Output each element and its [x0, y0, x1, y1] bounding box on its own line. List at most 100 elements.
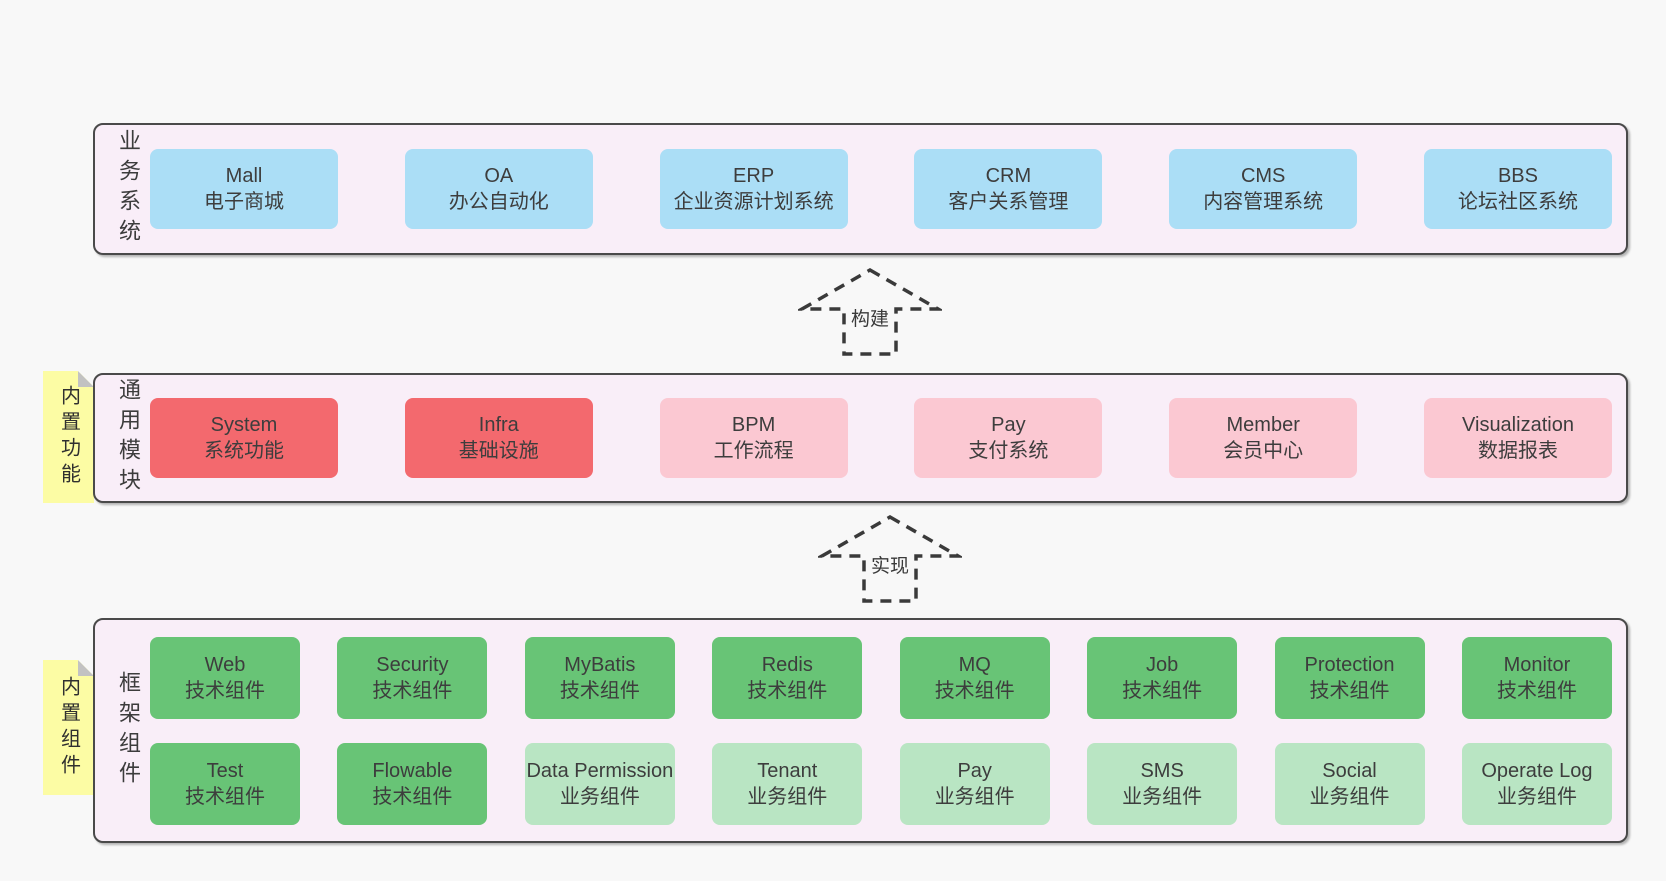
box-erp: ERP 企业资源计划系统 [659, 149, 848, 229]
box-mall: Mall 电子商城 [150, 149, 338, 229]
box-subtitle: 业务组件 [559, 785, 640, 808]
box-test: Test 技术组件 [150, 742, 300, 825]
box-visualization: Visualization 数据报表 [1423, 398, 1612, 478]
box-subtitle: 基础设施 [458, 440, 539, 462]
box-redis: Redis 技术组件 [712, 636, 863, 719]
box-title: BPM [731, 414, 776, 436]
box-subtitle: 业务组件 [747, 785, 828, 808]
box-member: Member 会员中心 [1169, 398, 1358, 478]
sticky-note-text: 内置功能 [57, 385, 80, 489]
layer-label-business-systems: 业务系统 [116, 129, 141, 249]
box-security: Security 技术组件 [337, 636, 488, 719]
box-subtitle: 业务组件 [1309, 785, 1390, 808]
box-title: MQ [958, 653, 991, 676]
box-title: Pay [957, 759, 992, 782]
box-subtitle: 技术组件 [372, 785, 453, 808]
box-subtitle: 业务组件 [934, 785, 1015, 808]
box-title: MyBatis [564, 653, 636, 676]
layer-business-systems: 业务系统 Mall 电子商城 OA 办公自动化 ERP 企业资源计划系统 CRM 客户关系管理… [93, 123, 1628, 255]
box-title: System [210, 414, 278, 436]
box-title: Tenant [757, 759, 818, 782]
box-title: Mall [225, 165, 263, 187]
box-title: ERP [733, 165, 775, 187]
box-subtitle: 技术组件 [185, 679, 265, 702]
box-title: Monitor [1503, 653, 1571, 676]
box-web: Web 技术组件 [150, 636, 300, 719]
box-mq: MQ 技术组件 [899, 636, 1050, 719]
box-subtitle: 技术组件 [372, 679, 453, 702]
box-title: CMS [1240, 165, 1286, 187]
box-subtitle: 技术组件 [1309, 679, 1390, 702]
box-subtitle: 技术组件 [559, 679, 640, 702]
box-protection: Protection 技术组件 [1274, 636, 1425, 719]
box-flowable: Flowable 技术组件 [337, 742, 488, 825]
box-title: Member [1226, 414, 1300, 436]
box-title: Flowable [372, 759, 453, 782]
sticky-note-built-in-features: 内置功能 [43, 371, 94, 503]
box-subtitle: 支付系统 [968, 440, 1049, 462]
box-bbs: BBS 论坛社区系统 [1423, 149, 1612, 229]
box-title: BBS [1497, 165, 1538, 187]
box-sms: SMS 业务组件 [1087, 742, 1238, 825]
box-title: Data Permission [526, 759, 674, 782]
box-title: Visualization [1462, 414, 1574, 436]
box-pay: Pay 业务组件 [899, 742, 1050, 825]
folded-corner-icon [78, 660, 94, 676]
box-title: Pay [991, 414, 1026, 436]
box-title: Test [206, 759, 244, 782]
dashed-up-arrow-icon [798, 267, 942, 356]
box-subtitle: 技术组件 [185, 785, 265, 808]
box-subtitle: 电子商城 [204, 191, 284, 213]
box-system: System 系统功能 [150, 398, 338, 478]
box-title: Operate Log [1481, 759, 1593, 782]
box-subtitle: 数据报表 [1477, 440, 1558, 462]
box-subtitle: 内容管理系统 [1203, 191, 1324, 213]
box-pay: Pay 支付系统 [914, 398, 1103, 478]
box-subtitle: 业务组件 [1496, 785, 1577, 808]
box-subtitle: 技术组件 [1496, 679, 1577, 702]
box-title: Infra [478, 414, 519, 436]
box-subtitle: 会员中心 [1223, 440, 1304, 462]
box-subtitle: 办公自动化 [448, 191, 549, 213]
box-title: Security [376, 653, 449, 676]
box-title: Job [1145, 653, 1179, 676]
box-subtitle: 技术组件 [934, 679, 1015, 702]
box-subtitle: 技术组件 [1122, 679, 1203, 702]
box-job: Job 技术组件 [1087, 636, 1238, 719]
box-title: Social [1322, 759, 1377, 782]
box-operate-log: Operate Log 业务组件 [1461, 742, 1612, 825]
box-crm: CRM 客户关系管理 [914, 149, 1103, 229]
box-title: Protection [1304, 653, 1395, 676]
box-monitor: Monitor 技术组件 [1461, 636, 1612, 719]
layer-label-common-modules: 通用模块 [116, 378, 141, 498]
business-systems-boxes: Mall 电子商城 OA 办公自动化 ERP 企业资源计划系统 CRM 客户关系管理 CMS 内容… [140, 149, 1626, 229]
folded-corner-icon [78, 371, 94, 387]
box-title: Web [204, 653, 246, 676]
box-mybatis: MyBatis 技术组件 [524, 636, 675, 719]
implement-arrow: 实现 [818, 514, 962, 604]
sticky-note-text: 内置组件 [57, 675, 80, 780]
box-data-permission: Data Permission 业务组件 [524, 742, 675, 825]
box-subtitle: 企业资源计划系统 [673, 191, 834, 213]
box-subtitle: 技术组件 [747, 679, 828, 702]
layer-common-modules: 通用模块 System 系统功能 Infra 基础设施 BPM 工作流程 Pay 支付系统 Me… [93, 373, 1628, 503]
box-title: OA [484, 165, 514, 187]
layer-label-framework-components: 框架组件 [116, 670, 141, 791]
box-subtitle: 系统功能 [204, 440, 284, 462]
common-modules-boxes: System 系统功能 Infra 基础设施 BPM 工作流程 Pay 支付系统 Member 会… [140, 398, 1626, 478]
box-subtitle: 工作流程 [713, 440, 794, 462]
box-tenant: Tenant 业务组件 [712, 742, 863, 825]
box-title: Redis [761, 653, 813, 676]
box-subtitle: 论坛社区系统 [1457, 191, 1578, 213]
sticky-note-built-in-components: 内置组件 [43, 660, 94, 795]
box-subtitle: 客户关系管理 [948, 191, 1069, 213]
box-row: System 系统功能 Infra 基础设施 BPM 工作流程 Pay 支付系统 Member 会… [150, 398, 1612, 478]
box-title: SMS [1140, 759, 1184, 782]
box-subtitle: 业务组件 [1122, 785, 1203, 808]
box-infra: Infra 基础设施 [404, 398, 593, 478]
box-title: CRM [985, 165, 1032, 187]
